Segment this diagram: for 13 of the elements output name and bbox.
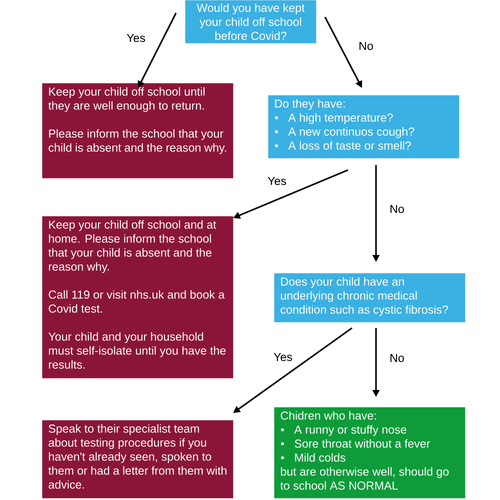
action-box: Keep your child off school and at home. Please inform the school that your child is absent and the reason why. Call 119 or visit nhs.uk and book a Covid test. Your child and your household must self-isolate until you have the results.: [42, 216, 234, 378]
question-box: Does your child have an underlying chronic medical condition such as cystic fibrosis?: [274, 273, 466, 322]
edge-label: Yes: [272, 352, 294, 362]
edge-label: Yes: [266, 176, 288, 186]
action-box: Speak to their specialist team about testing procedures if you haven't already seen, spoken to them or had a letter from them with advice.: [42, 420, 234, 498]
edge-label: No: [358, 40, 374, 52]
edge-label: No: [388, 352, 406, 364]
question-box: Do they have: A high temperature? A new continuos cough? A loss of taste or smell?: [268, 95, 460, 158]
action-box: Keep your child off school until they are well enough to return. Please inform the school that your child is absent and the reason why.: [42, 83, 234, 178]
edge-label: No: [388, 204, 406, 214]
edge-label: Yes: [126, 32, 146, 44]
question-box: Would you have kept your child off school before Covid?: [185, 0, 316, 44]
outcome-box: Chidren who have: A runny or stuffy nose Sore throat without a fever Mild colds but are otherwise well, should go to school AS NORMAL: [274, 407, 466, 498]
